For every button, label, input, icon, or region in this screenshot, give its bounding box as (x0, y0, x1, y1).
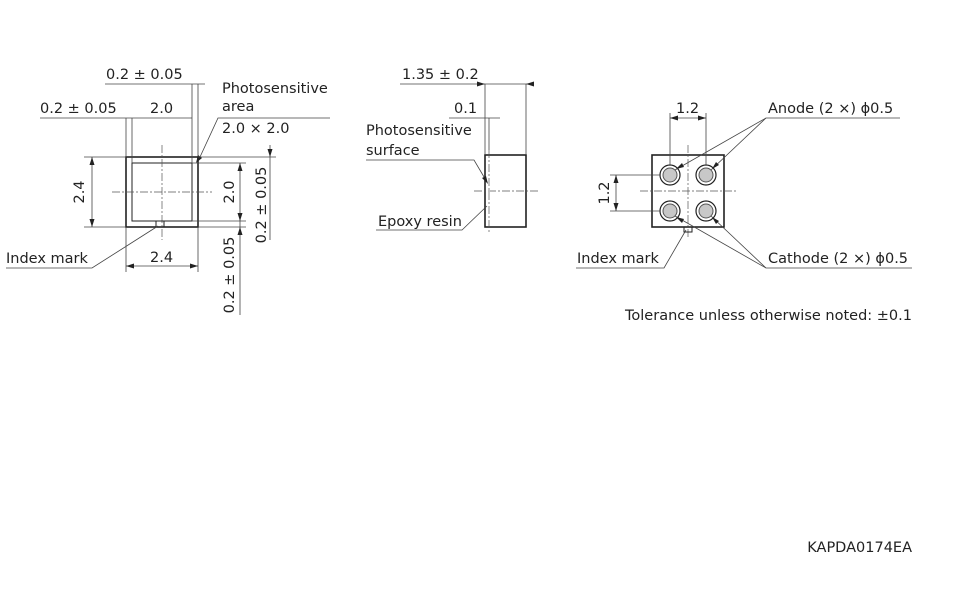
side-label-epoxy: Epoxy resin (378, 214, 462, 230)
front-dim-height: 2.4 (72, 180, 88, 203)
bottom-dim-pitch-h: 1.2 (676, 101, 699, 117)
tolerance-note: Tolerance unless otherwise noted: ±0.1 (624, 308, 912, 324)
front-view: 0.2 ± 0.05 0.2 ± 0.05 2.0 Photosensitive… (6, 67, 330, 315)
side-view: 1.35 ± 0.2 0.1 Photosensitive surface Ep… (366, 67, 538, 232)
front-label-area: area (222, 99, 254, 115)
front-index-mark (155, 220, 165, 228)
front-dim-active-width: 2.0 (150, 101, 173, 117)
front-label-area-size: 2.0 × 2.0 (222, 121, 290, 137)
front-dim-width: 2.4 (150, 250, 173, 266)
front-label-index-mark: Index mark (6, 251, 88, 267)
front-dim-bottom-margin: 0.2 ± 0.05 (222, 237, 238, 314)
front-dim-active-height: 2.0 (222, 180, 238, 203)
side-dim-offset: 0.1 (454, 101, 477, 117)
front-dim-top-right: 0.2 ± 0.05 (106, 67, 183, 83)
bottom-index-mark (683, 226, 693, 233)
bottom-label-anode: Anode (2 ×) ϕ0.5 (768, 101, 893, 117)
front-label-photosensitive: Photosensitive (222, 81, 328, 97)
bottom-label-index-mark: Index mark (577, 251, 659, 267)
bottom-label-cathode: Cathode (2 ×) ϕ0.5 (768, 251, 908, 267)
front-dim-right-margin: 0.2 ± 0.05 (254, 167, 270, 244)
bottom-view: 1.2 1.2 Anode (2 ×) ϕ0.5 Cathode (2 ×) ϕ… (576, 101, 912, 269)
bottom-dim-pitch-v: 1.2 (597, 181, 613, 204)
front-dim-top-left: 0.2 ± 0.05 (40, 101, 117, 117)
side-label-photosensitive: Photosensitive (366, 123, 472, 139)
side-label-surface: surface (366, 143, 420, 159)
side-dim-thickness: 1.35 ± 0.2 (402, 67, 479, 83)
drawing-code: KAPDA0174EA (807, 540, 912, 556)
